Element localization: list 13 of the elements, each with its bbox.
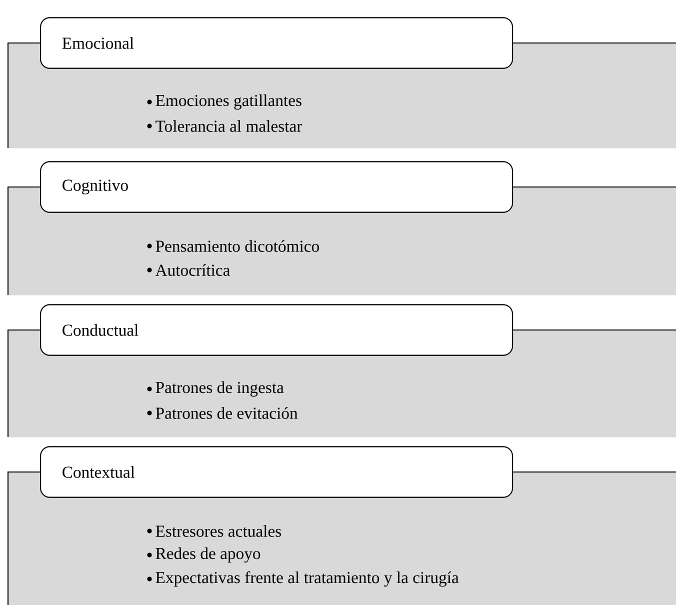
list-item: Patrones de evitación [156, 407, 298, 419]
list-item: Estresores actuales [156, 525, 281, 537]
list-item: Redes de apoyo [156, 547, 260, 563]
list-item: Autocrítica [155, 264, 230, 276]
heading-box: Cognitivo [40, 161, 514, 213]
list-item: Patrones de ingesta [156, 381, 284, 397]
heading-box: Emocional [40, 17, 514, 69]
list-item: Expectativas frente al tratamiento y la cirugía [156, 571, 459, 587]
heading-box: Contextual [40, 446, 514, 498]
list-item: Emociones gatillantes [156, 94, 302, 110]
list-item: Tolerancia al malestar [156, 120, 302, 132]
heading-box: Conductual [40, 304, 514, 356]
list-item: Pensamiento dicotómico [156, 240, 319, 252]
